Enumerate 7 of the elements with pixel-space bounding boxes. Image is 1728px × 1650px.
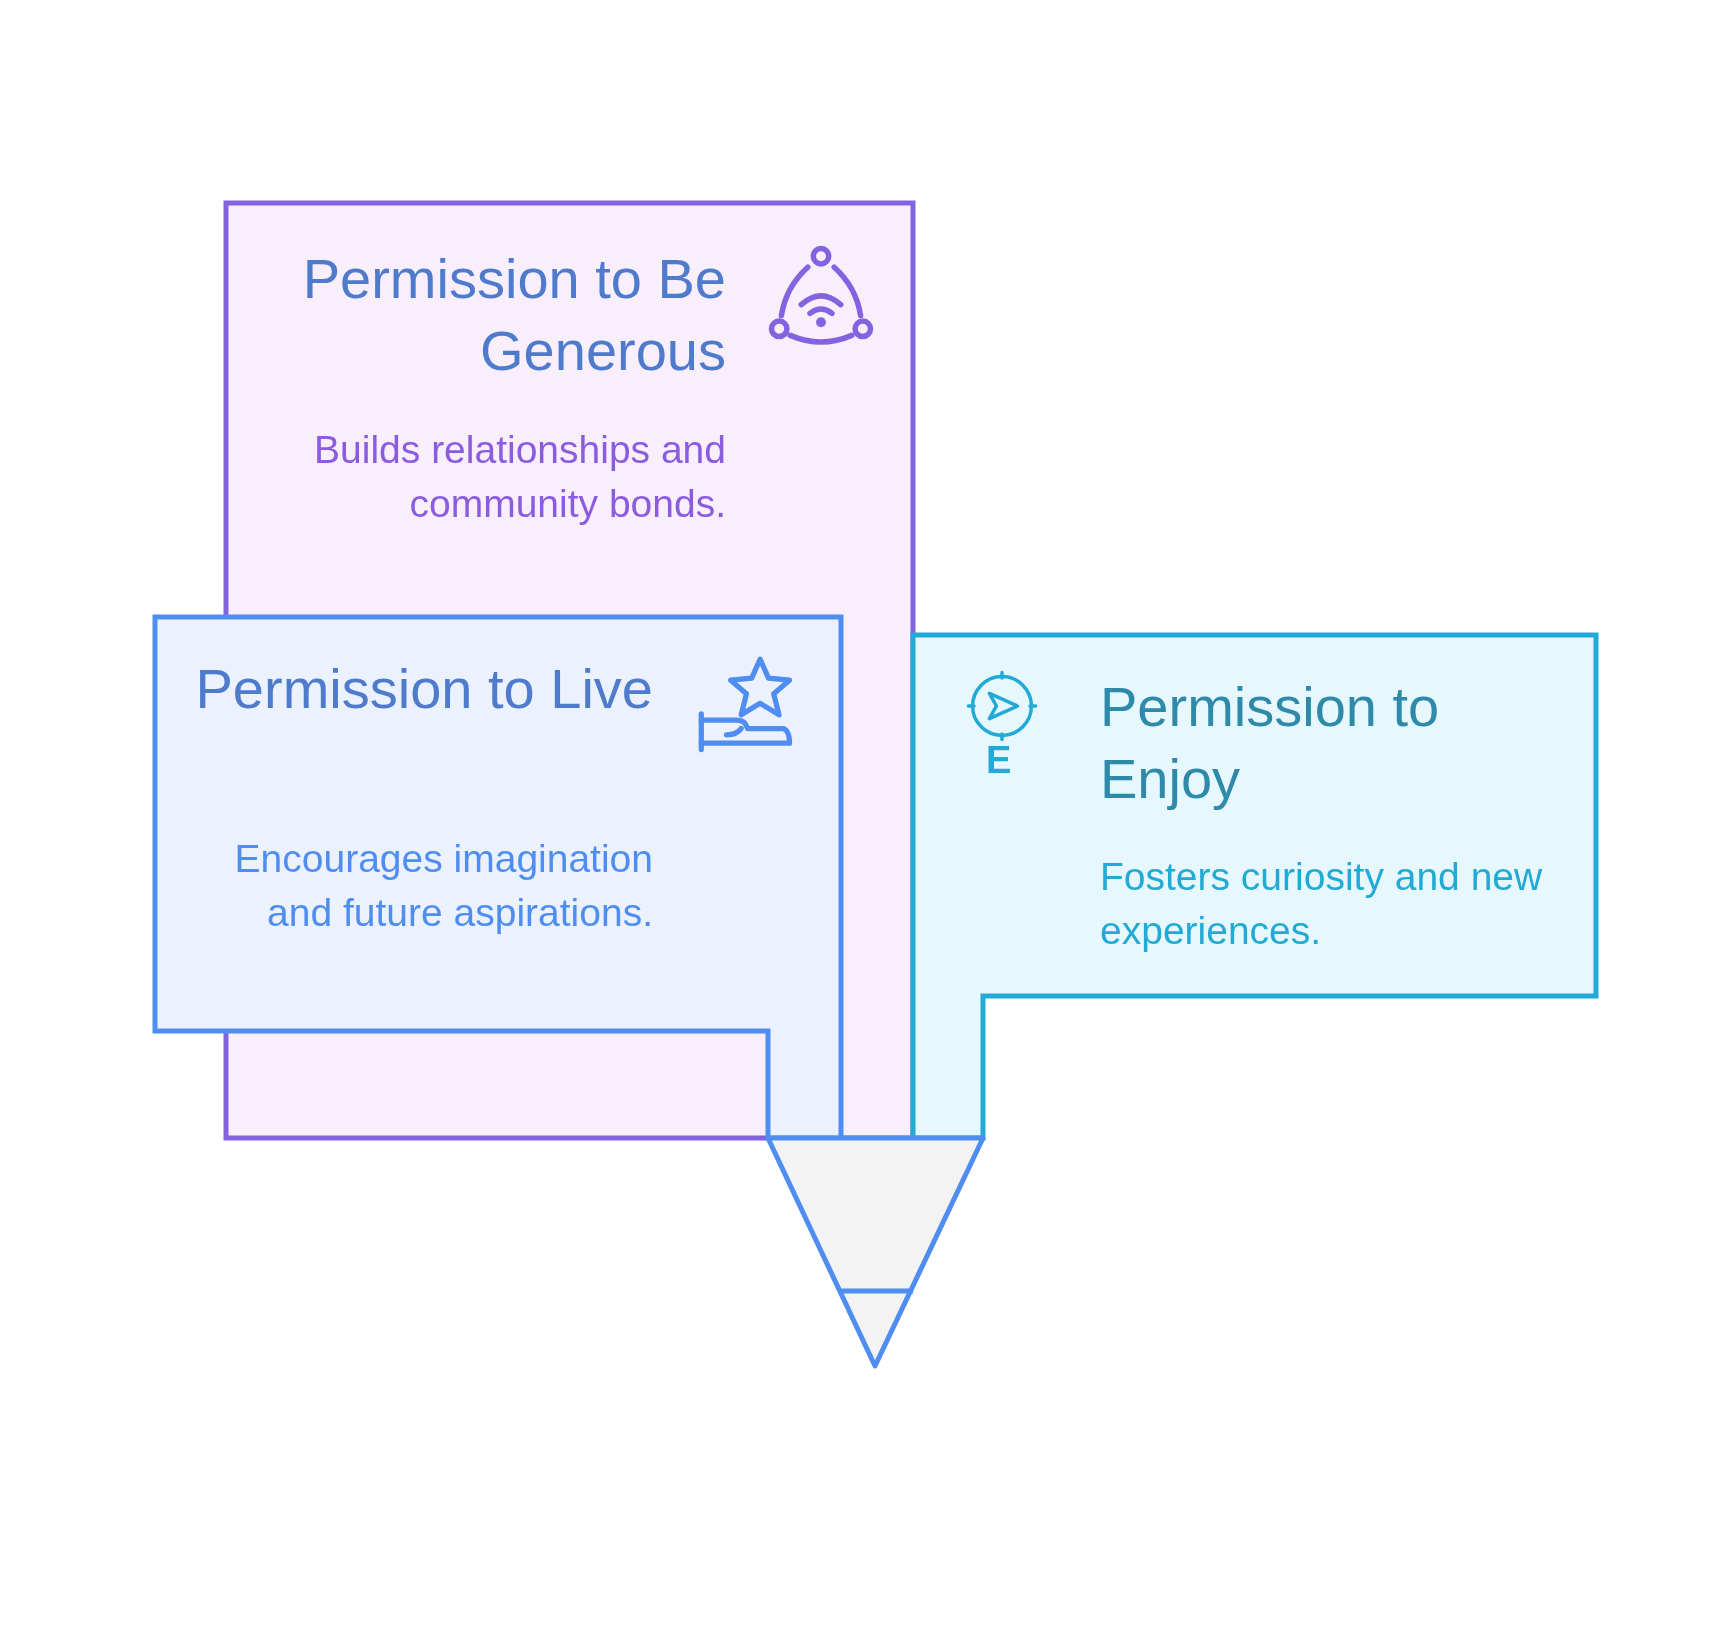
description: Fosters curiosity and new experiences.	[1100, 854, 1544, 954]
description: Builds relationships and community bonds.	[313, 427, 726, 527]
icon-letter: E	[986, 740, 1012, 780]
heading: Permission to Live	[194, 656, 653, 722]
heading: Permission to Enjoy	[1100, 674, 1441, 812]
description: Encourages imagination and future aspirations.	[233, 836, 653, 936]
heading: Permission to Be Generous	[301, 246, 726, 384]
